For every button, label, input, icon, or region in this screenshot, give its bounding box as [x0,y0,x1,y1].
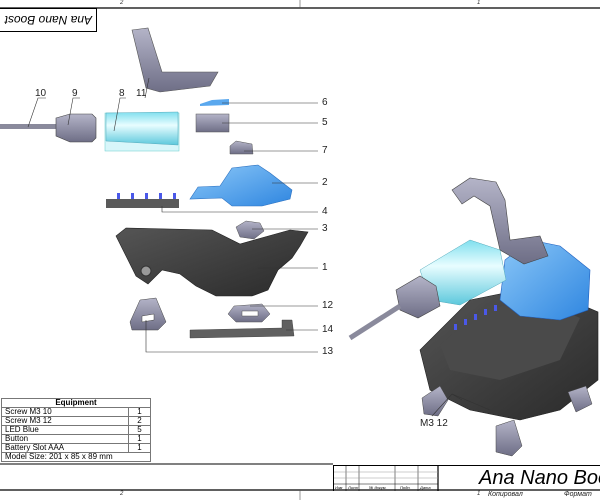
assembly-chuck [395,275,441,319]
title-block-grid [334,466,439,491]
part-13-mount [129,297,167,331]
zone-label-bottom-2: 2 [120,491,124,497]
assembly-bracket [451,177,549,265]
col-sign: Подп. [400,485,411,490]
callout-5: 5 [322,117,328,128]
copied-label: Копировал [488,491,523,498]
assembly-rod [348,303,402,341]
leader-lines [27,77,318,353]
led-pins [117,193,176,199]
callout-7: 7 [322,145,328,156]
part-9-chuck [55,113,97,143]
col-list: Лист [348,485,359,490]
assembly-mount-center [495,419,523,457]
callout-3: 3 [322,223,328,234]
format-label: Формат [564,491,592,498]
callout-10: 10 [35,88,47,99]
part-10-rod [0,124,58,129]
callout-14: 14 [322,324,334,335]
callout-9: 9 [72,88,78,99]
zone-label-top-1: 1 [477,0,481,6]
part-1-base [115,227,309,297]
drawing-title: Ana Nano Boost [479,467,600,489]
col-date: Дата [420,485,431,490]
assembly-leader [431,393,491,417]
equipment-qty: 1 [128,443,151,453]
part-11-bracket [131,27,219,93]
part-3-hex [235,220,265,240]
col-doc: № докум. [369,485,387,490]
callout-2: 2 [322,177,328,188]
callout-6: 6 [322,97,328,108]
part-2-housing [189,164,293,207]
part-4-led-board [106,199,179,208]
callout-11: 11 [136,88,147,99]
assembly-mount-right [567,385,593,413]
assembly-mount-left [421,385,449,417]
callout-1: 1 [322,262,328,273]
model-size: Model Size: 201 x 85 x 89 mm [1,452,151,462]
callout-13: 13 [322,346,334,357]
title-block: Изм Лист № докум. Подп. Дата Ana Nano Bo… [333,465,600,491]
assembly-label-m3-12: M3 12 [420,418,448,429]
assembly-leds [454,305,497,330]
callout-8: 8 [119,88,125,99]
part-14-rail [189,319,295,339]
col-izm: Изм [335,485,343,490]
part-6-cover [200,99,229,106]
sheet-number: 1 [477,491,481,497]
callout-12: 12 [322,300,334,311]
zone-label-top-2: 2 [120,0,124,6]
callout-4: 4 [322,206,328,217]
part-12-clip [227,303,271,323]
part-8-tube [105,111,179,146]
